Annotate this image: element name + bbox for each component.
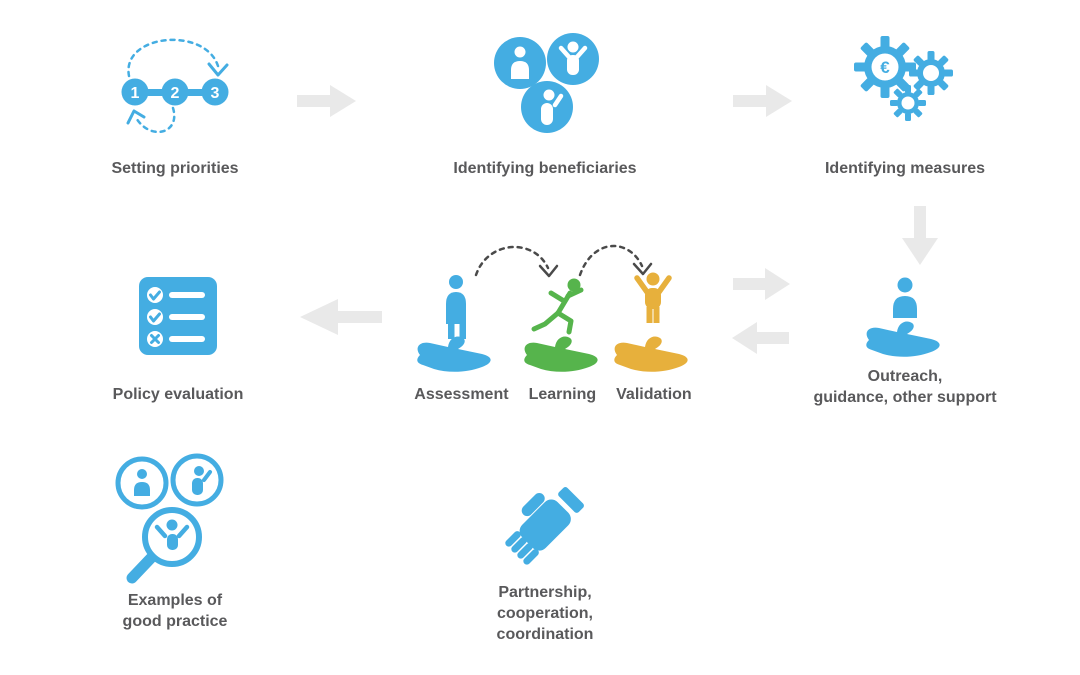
node-examples-good-practice: Examples of good practice — [45, 448, 305, 632]
step-number-3: 3 — [211, 85, 220, 102]
magnifier-handle — [126, 552, 157, 584]
outreach-label-line2: guidance, other support — [813, 389, 997, 406]
handshake-icon — [505, 487, 584, 565]
validation-label: Validation — [616, 386, 692, 403]
node-identifying-beneficiaries: Identifying beneficiaries — [415, 22, 675, 179]
examples-label-line2: good practice — [122, 613, 228, 630]
hand-holding-person-icon — [866, 277, 940, 357]
node-outreach-support: Outreach, guidance, other support — [790, 252, 1020, 408]
assessment-person-icon — [417, 275, 491, 372]
arrow-right-icon — [733, 268, 790, 300]
step-number-2: 2 — [171, 85, 180, 102]
policy-evaluation-label: Policy evaluation — [112, 386, 244, 403]
learning-runner-icon — [524, 278, 598, 372]
partnership-label-line2: cooperation, — [496, 605, 593, 622]
gears-euro-icon: € — [854, 36, 953, 121]
arrow-right-icon — [297, 85, 356, 117]
node-policy-evaluation: Policy evaluation — [48, 252, 308, 405]
assessment-label: Assessment — [414, 386, 509, 403]
euro-symbol: € — [880, 58, 890, 77]
holding-hand-icon — [524, 336, 598, 372]
partnership-label-line1: Partnership, — [498, 584, 592, 601]
node-partnership: Partnership, cooperation, coordination — [415, 470, 675, 645]
people-circles-icon — [494, 33, 599, 133]
identifying-measures-label: Identifying measures — [824, 160, 986, 177]
examples-label-line1: Examples of — [127, 592, 223, 609]
node-identifying-measures: € — [775, 22, 1035, 179]
identifying-beneficiaries-label: Identifying beneficiaries — [453, 160, 637, 177]
assessment-learning-validation-icon — [417, 244, 688, 372]
node-setting-priorities: 1 2 3 Setting priorities — [45, 22, 305, 179]
hop-arc-2 — [578, 244, 644, 277]
checklist-icon — [139, 277, 217, 355]
partnership-label-line3: coordination — [496, 626, 594, 643]
steps-123-icon: 1 2 3 — [121, 38, 229, 134]
holding-hand-icon — [614, 336, 688, 372]
outreach-label-line1: Outreach, — [867, 368, 943, 385]
validation-person-icon — [614, 272, 688, 372]
holding-hand-icon — [417, 336, 491, 372]
step-number-1: 1 — [131, 85, 140, 102]
arrow-left-icon — [732, 322, 789, 354]
magnifier-people-icon — [115, 453, 224, 584]
hop-arc-1 — [474, 245, 550, 277]
arrow-right-icon — [733, 85, 792, 117]
node-assessment-learning-validation: Assessment Learning Validation — [388, 230, 718, 405]
setting-priorities-label: Setting priorities — [111, 160, 239, 177]
arrow-left-icon — [300, 299, 382, 335]
arrow-down-icon — [902, 206, 938, 265]
learning-label: Learning — [528, 386, 597, 403]
